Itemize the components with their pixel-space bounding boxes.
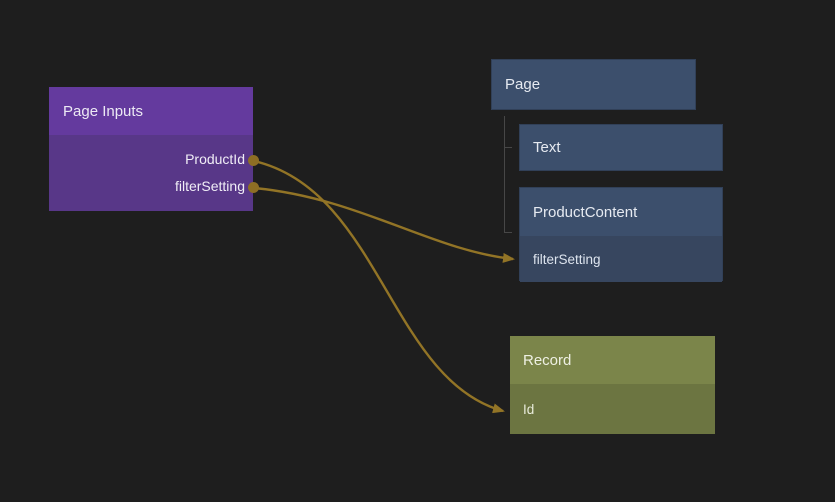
node-record: Record Id bbox=[510, 336, 715, 434]
tree-node-page[interactable]: Page bbox=[491, 59, 696, 110]
tree-node-productcontent: ProductContent filterSetting bbox=[519, 187, 723, 282]
node-page-inputs-body: ProductId filterSetting bbox=[49, 135, 253, 211]
node-page-inputs-header[interactable]: Page Inputs bbox=[49, 87, 253, 135]
tree-node-text[interactable]: Text bbox=[519, 124, 723, 171]
node-page-inputs-title: Page Inputs bbox=[63, 102, 144, 120]
field-row-id-target[interactable]: Id bbox=[510, 384, 715, 434]
field-row-id-label: Id bbox=[523, 401, 535, 417]
tree-node-page-title: Page bbox=[505, 76, 541, 93]
node-record-title: Record bbox=[523, 351, 572, 369]
node-record-header[interactable]: Record bbox=[510, 336, 715, 384]
tree-guide-tick-text bbox=[504, 147, 512, 148]
output-row-filtersetting[interactable]: filterSetting bbox=[174, 178, 245, 194]
tree-guide-vertical-line bbox=[504, 116, 505, 233]
tree-node-productcontent-title: ProductContent bbox=[533, 203, 638, 221]
connector-productid-to-record-id[interactable] bbox=[253, 159, 505, 414]
field-row-filtersetting-target[interactable]: filterSetting bbox=[520, 236, 722, 282]
tree-guide-tick-productcontent bbox=[504, 232, 512, 233]
node-page-inputs: Page Inputs ProductId filterSetting bbox=[49, 87, 253, 211]
tree-node-text-title: Text bbox=[533, 139, 561, 156]
connector-filtersetting-to-filtersetting[interactable] bbox=[253, 186, 515, 263]
output-row-productid[interactable]: ProductId bbox=[185, 151, 245, 167]
field-row-filtersetting-label: filterSetting bbox=[533, 251, 601, 267]
tree-node-productcontent-header[interactable]: ProductContent bbox=[520, 188, 722, 236]
